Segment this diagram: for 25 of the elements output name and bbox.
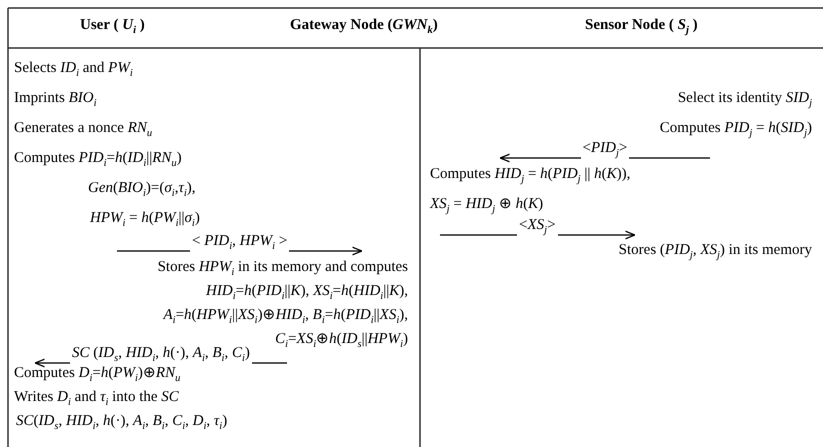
- message-label: SC (ID$_{s}$, HID$_{i}$, h(·), A$_{i}$, B$_{i}$, C$_{i}$): [70, 346, 252, 366]
- protocol-step-text: C$_{i}$=XS$_{i}$⊕h(ID$_{s}$||HPW$_{i}$): [275, 330, 408, 352]
- protocol-step-text: HPW$_{i}$ = h(PW$_{i}$||σ$_{i}$): [90, 209, 200, 231]
- protocol-step-text: Gen(BIO$_{i}$)=(σ$_{i}$,τ$_{i}$),: [88, 179, 196, 201]
- column-header: User ( U$_{i}$ ): [80, 17, 145, 36]
- column-header: Sensor Node ( S$_{j}$ ): [585, 17, 698, 36]
- message-label: <PID$_{j}$>: [580, 141, 630, 161]
- column-header: Gateway Node (GWN$_{k}$): [290, 17, 438, 36]
- message-label: < PID$_{i}$, HPW$_{i}$ >: [190, 234, 290, 254]
- protocol-step-text: Select its identity SID$_{j}$: [678, 89, 812, 111]
- protocol-step-text: HID$_{i}$=h(PID$_{i}$||K), XS$_{i}$=h(HID$_{i}$||K),: [206, 282, 408, 304]
- protocol-step-text: Computes D$_{i}$=h(PW$_{i}$)⊕RN$_{u}$: [14, 364, 180, 386]
- protocol-step-text: Computes HID$_{j}$ = h(PID$_{j}$ || h(K)),: [430, 165, 630, 187]
- protocol-step-text: Imprints BIO$_{i}$: [14, 89, 97, 111]
- protocol-step-text: XS$_{j}$ = HID$_{j}$ ⊕ h(K): [430, 195, 544, 217]
- protocol-step-text: Stores HPW$_{i}$ in its memory and computes: [158, 258, 408, 280]
- protocol-step-text: Computes PID$_{i}$=h(ID$_{i}$||RN$_{u}$): [14, 149, 182, 171]
- protocol-step-text: Selects ID$_{i}$ and PW$_{i}$: [14, 59, 133, 81]
- protocol-step-text: Stores (PID$_{j}$, XS$_{j}$) in its memory: [618, 241, 812, 263]
- protocol-step-text: Generates a nonce RN$_{u}$: [14, 119, 152, 141]
- message-label: <XS$_{j}$>: [517, 218, 558, 238]
- protocol-step-text: A$_{i}$=h(HPW$_{i}$||XS$_{i}$)⊕HID$_{i}$, B$_{i}$=h(PID$_{i}$||XS$_{i}$),: [163, 306, 408, 328]
- protocol-step-text: Writes D$_{i}$ and τ$_{i}$ into the SC: [14, 388, 179, 410]
- protocol-step-text: Computes PID$_{j}$ = h(SID$_{j}$): [660, 119, 812, 141]
- protocol-step-text: SC(ID$_{s}$, HID$_{i}$, h(·), A$_{i}$, B$_{i}$, C$_{i}$, D$_{i}$, τ$_{i}$): [16, 412, 228, 434]
